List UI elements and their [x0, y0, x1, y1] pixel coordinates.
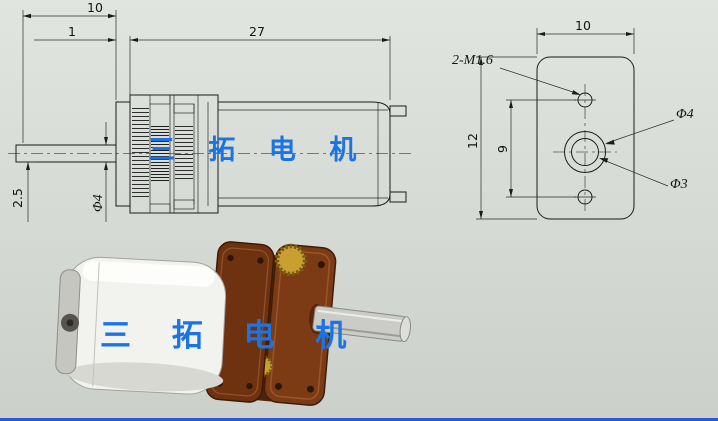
output-shaft-3d [312, 305, 411, 343]
dim-label-shaft-offset: 2.5 [10, 188, 25, 208]
motor-body-3d [55, 256, 227, 395]
gear-teeth-hatch-center [151, 126, 169, 182]
plate-corner-hole [306, 385, 314, 393]
end-plate [536, 56, 635, 220]
dimension-body-length: 27 [130, 24, 391, 100]
end-view: 10 12 9 2-M1.6 [452, 18, 694, 220]
dimension-plate-height: 12 [465, 56, 537, 220]
dimension-plate-thickness: 1 [34, 24, 131, 100]
mounting-plate [115, 101, 131, 207]
dimension-shaft-diameter-side: Φ4 [91, 122, 108, 222]
plate-corner-hole [227, 254, 234, 262]
dim-label-shaft-diameter-side: Φ4 [91, 194, 106, 212]
callout-thread: 2-M1.6 [452, 53, 581, 95]
gearbox-bearing-block [149, 94, 171, 105]
plate-corner-hole [317, 261, 325, 269]
side-view: 10 1 27 2.5 Φ4 [8, 0, 412, 222]
brass-gear-small-3d [274, 243, 308, 277]
dim-label-body-length: 27 [249, 24, 265, 39]
callout-shaft-diameter-end: Φ3 [599, 158, 688, 192]
callout-label-thread: 2-M1.6 [452, 53, 493, 68]
plate-corner-hole [246, 382, 253, 390]
motor-body-shading [67, 362, 224, 392]
plate-corner-hole [275, 382, 283, 390]
dimension-shaft-offset: 2.5 [10, 161, 36, 222]
iso-view-3d [55, 241, 411, 406]
motor-body-highlight [82, 260, 215, 287]
gear-teeth-hatch-right [175, 126, 193, 182]
dimension-hole-span: 9 [495, 99, 576, 198]
window-bottom-edge [0, 418, 718, 421]
dim-label-hole-span: 9 [495, 145, 510, 153]
watermark-3d-view: 三 拓 电 机 [100, 318, 362, 354]
gearbox-bearing-block [173, 103, 195, 114]
dim-label-plate-thickness: 1 [68, 24, 76, 39]
motor-terminal-bottom [389, 191, 407, 203]
callout-label-shaft-diameter-end: Φ3 [670, 177, 688, 192]
dim-label-plate-width: 10 [575, 18, 591, 33]
gearbox-bearing-block [149, 203, 171, 214]
dim-label-plate-height: 12 [465, 133, 480, 149]
watermark-side-view: 三 拓 电 机 [148, 135, 369, 166]
callout-boss-diameter: Φ4 [605, 107, 694, 145]
plate-corner-hole [257, 257, 264, 264]
gearbox-bearing-block [173, 199, 195, 210]
dim-label-shaft-length: 10 [87, 0, 103, 15]
gear-teeth-hatch-left [132, 108, 149, 198]
callout-label-boss-diameter: Φ4 [676, 107, 694, 122]
dimension-shaft-length: 10 [22, 0, 117, 143]
shaft-end-circle [571, 138, 599, 166]
shaft-boss-circle [564, 131, 606, 173]
motor-terminal-top [389, 105, 407, 117]
dimension-plate-width: 10 [536, 18, 635, 54]
